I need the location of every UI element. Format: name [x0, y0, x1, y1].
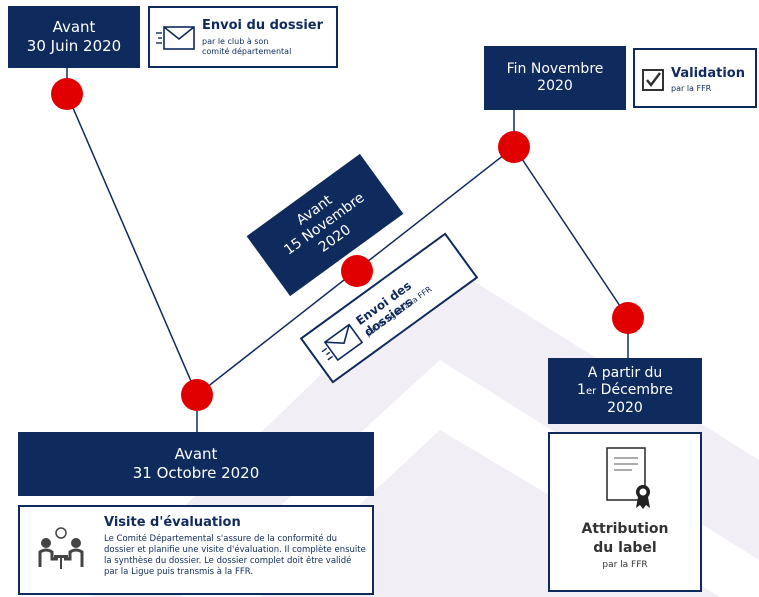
connector-line: [66, 93, 198, 396]
date-box-1er-decembre: A partir du 1er Décembre 2020: [548, 358, 702, 424]
timeline-dot: [612, 302, 644, 334]
date-line: 2020: [607, 399, 643, 416]
card-validation: Validation par la FFR: [633, 48, 757, 108]
timeline-dot: [498, 131, 530, 163]
envelope-icon: [321, 323, 364, 362]
card-description: par la FFR: [671, 84, 712, 93]
card-description: par le club à son comité départemental: [202, 37, 292, 56]
connector-line: [513, 146, 629, 319]
checkbox-icon: [642, 69, 664, 91]
meeting-icon: [38, 527, 84, 569]
card-description: par la FFR: [602, 560, 648, 570]
date-box-31-octobre: Avant 31 Octobre 2020: [18, 432, 374, 496]
date-line: 1er Décembre: [577, 382, 673, 399]
card-title: Visite d'évaluation: [104, 515, 241, 530]
date-box-fin-novembre: Fin Novembre 2020: [484, 46, 626, 110]
timeline-dot: [181, 379, 213, 411]
card-title: Attribution du label: [581, 521, 669, 556]
card-attribution-du-label: Attribution du label par la FFR: [548, 432, 702, 592]
timeline-dot: [341, 255, 373, 287]
card-description: Le Comité Départemental s'assure de la c…: [104, 534, 366, 578]
date-line: A partir du: [587, 364, 663, 381]
card-visite-evaluation: Visite d'évaluation Le Comité Départemen…: [18, 505, 374, 595]
certificate-icon: [606, 447, 650, 509]
envelope-icon: [156, 26, 195, 50]
card-title: Validation: [671, 66, 745, 81]
date-box-30-juin: Avant 30 Juin 2020: [8, 6, 140, 68]
card-title: Envoi du dossier: [202, 18, 324, 33]
timeline-dot: [51, 78, 83, 110]
card-envoi-du-dossier: Envoi du dossier par le club à son comit…: [148, 6, 338, 68]
card-envoi-des-dossiers: Envoi des dossiers par la ligue à la FFR: [299, 232, 479, 384]
